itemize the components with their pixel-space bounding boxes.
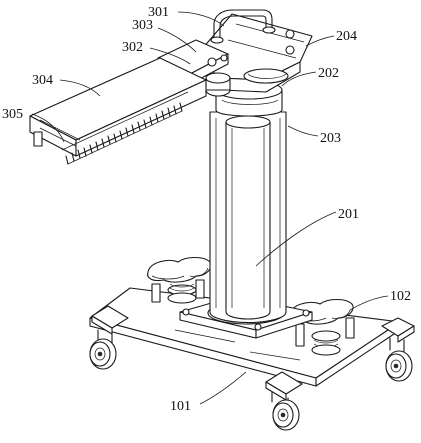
- label-203: 203: [320, 131, 341, 146]
- leader-lines: [31, 11, 389, 405]
- foot-pedal-left: [147, 256, 212, 304]
- arm-panel-304: [29, 57, 207, 157]
- label-305: 305: [2, 107, 23, 122]
- column-inner-tube: [225, 115, 271, 320]
- caster-wheel-front-left: [89, 329, 117, 370]
- label-202: 202: [318, 66, 339, 81]
- label-101: 101: [170, 399, 191, 414]
- brush-strip-305: [61, 91, 189, 165]
- label-204: 204: [336, 29, 357, 44]
- label-304: 304: [32, 73, 53, 88]
- label-102: 102: [390, 289, 411, 304]
- caster-wheel-front-right: [271, 391, 300, 431]
- label-301: 301: [148, 5, 169, 20]
- handle-301: [210, 9, 276, 44]
- label-303: 303: [132, 18, 153, 33]
- label-302: 302: [122, 40, 143, 55]
- label-201: 201: [338, 207, 359, 222]
- caster-wheel-back-right: [385, 337, 413, 382]
- reference-labels: 301 303 302 204 202 304 305 203 201 102 …: [2, 5, 411, 414]
